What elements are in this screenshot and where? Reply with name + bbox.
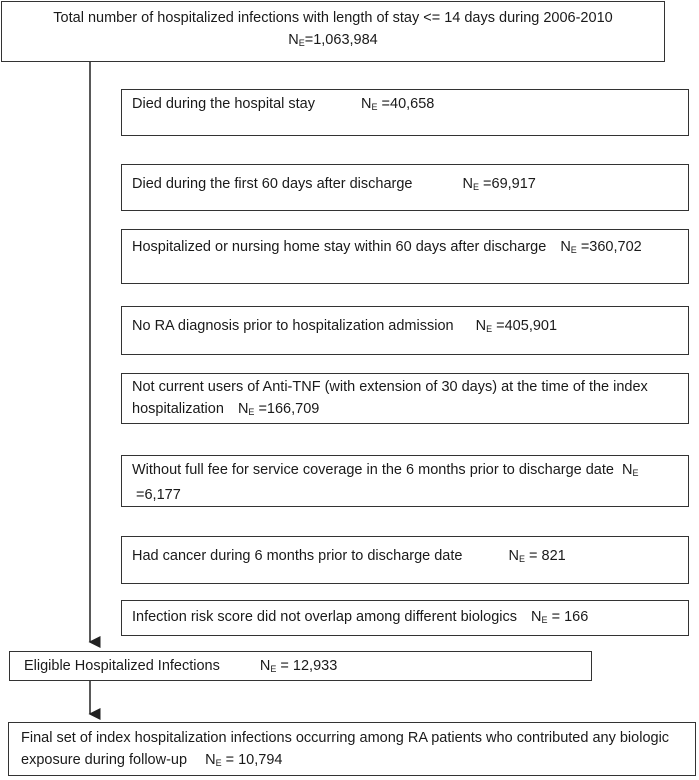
exclusion-count: NE =6,177 (132, 462, 639, 503)
exclusion-box-hospitalized-nursing: Hospitalized or nursing home stay within… (121, 229, 689, 284)
final-count: NE = 10,794 (205, 752, 283, 768)
exclusion-text: No RA diagnosis prior to hospitalization… (132, 318, 454, 334)
exclusion-box-no-ra-diagnosis: No RA diagnosis prior to hospitalization… (121, 306, 689, 355)
total-infections-box: Total number of hospitalized infections … (1, 1, 665, 62)
exclusion-text: Hospitalized or nursing home stay within… (132, 239, 547, 255)
exclusion-text: Died during the hospital stay (132, 96, 315, 112)
exclusion-count: NE =405,901 (475, 318, 558, 334)
exclusion-box-died-hospital: Died during the hospital stay NE =40,658 (121, 89, 689, 136)
exclusion-count: NE = 166 (531, 609, 589, 625)
exclusion-box-not-anti-tnf: Not current users of Anti-TNF (with exte… (121, 373, 689, 424)
eligible-count: NE = 12,933 (259, 658, 338, 674)
exclusion-count: NE =40,658 (361, 96, 435, 112)
exclusion-count: NE =69,917 (462, 176, 536, 192)
eligible-infections-box: Eligible Hospitalized Infections NE = 12… (9, 651, 592, 681)
final-set-box: Final set of index hospitalization infec… (8, 722, 696, 776)
final-text: Final set of index hospitalization infec… (21, 730, 670, 768)
exclusion-box-no-fee-coverage: Without full fee for service coverage in… (121, 455, 689, 507)
total-infections-count: NE=1,063,984 (288, 32, 378, 48)
exclusion-text: Not current users of Anti-TNF (with exte… (132, 379, 648, 417)
exclusion-box-risk-score: Infection risk score did not overlap amo… (121, 600, 689, 636)
exclusion-count: NE = 821 (508, 548, 566, 564)
eligible-text: Eligible Hospitalized Infections (24, 658, 220, 674)
exclusion-count: NE =360,702 (560, 239, 642, 255)
exclusion-box-had-cancer: Had cancer during 6 months prior to disc… (121, 536, 689, 584)
exclusion-text: Without full fee for service coverage in… (132, 462, 614, 478)
exclusion-box-died-60-days: Died during the first 60 days after disc… (121, 164, 689, 211)
exclusion-text: Had cancer during 6 months prior to disc… (132, 548, 463, 564)
exclusion-count: NE =166,709 (237, 401, 320, 417)
total-infections-text: Total number of hospitalized infections … (53, 10, 613, 26)
exclusion-text: Infection risk score did not overlap amo… (132, 609, 518, 625)
exclusion-text: Died during the first 60 days after disc… (132, 176, 413, 192)
